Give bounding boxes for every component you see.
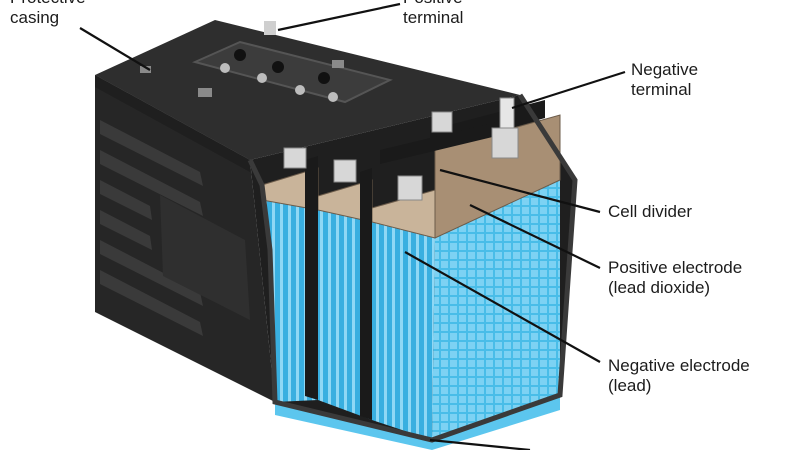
cell-front-2 [318,210,372,420]
cell-dividers [305,100,545,420]
label-positive-terminal-line2: terminal [403,8,464,27]
label-protective-casing: Protective casing [10,0,86,28]
label-positive-electrode-line1: Positive electrode [608,258,743,277]
label-negative-electrode-line2: (lead) [608,376,652,395]
label-positive-electrode-line2: (lead dioxide) [608,278,711,297]
label-negative-terminal-line2: terminal [631,80,692,99]
label-negative-electrode: Negative electrode (lead) [608,356,750,396]
label-protective-casing-line1: Protective [10,0,86,8]
label-positive-terminal: Positive terminal [403,0,463,28]
label-protective-casing-line2: casing [10,8,60,27]
cell-front-1 [262,200,318,402]
cutaway-edge [247,93,578,443]
cell-posts [283,97,519,201]
label-negative-terminal: Negative terminal [631,60,698,100]
top-markers [140,21,344,97]
plate-tops [261,114,561,239]
cell-side-grid [432,180,560,440]
label-cell-divider-line1: Cell divider [608,202,693,221]
label-negative-electrode-line1: Negative electrode [608,356,750,375]
vent-holes [220,49,338,102]
label-cell-divider: Cell divider [608,202,692,222]
leader-lines [79,2,626,450]
casing-side-panel [160,195,250,320]
casing-ribs [100,120,203,336]
label-positive-terminal-line1: Positive [403,0,463,8]
casing-top-edge [95,75,250,172]
cell-front-3 [372,222,435,440]
label-positive-electrode: Positive electrode (lead dioxide) [608,258,742,298]
label-negative-terminal-line1: Negative [631,60,699,79]
